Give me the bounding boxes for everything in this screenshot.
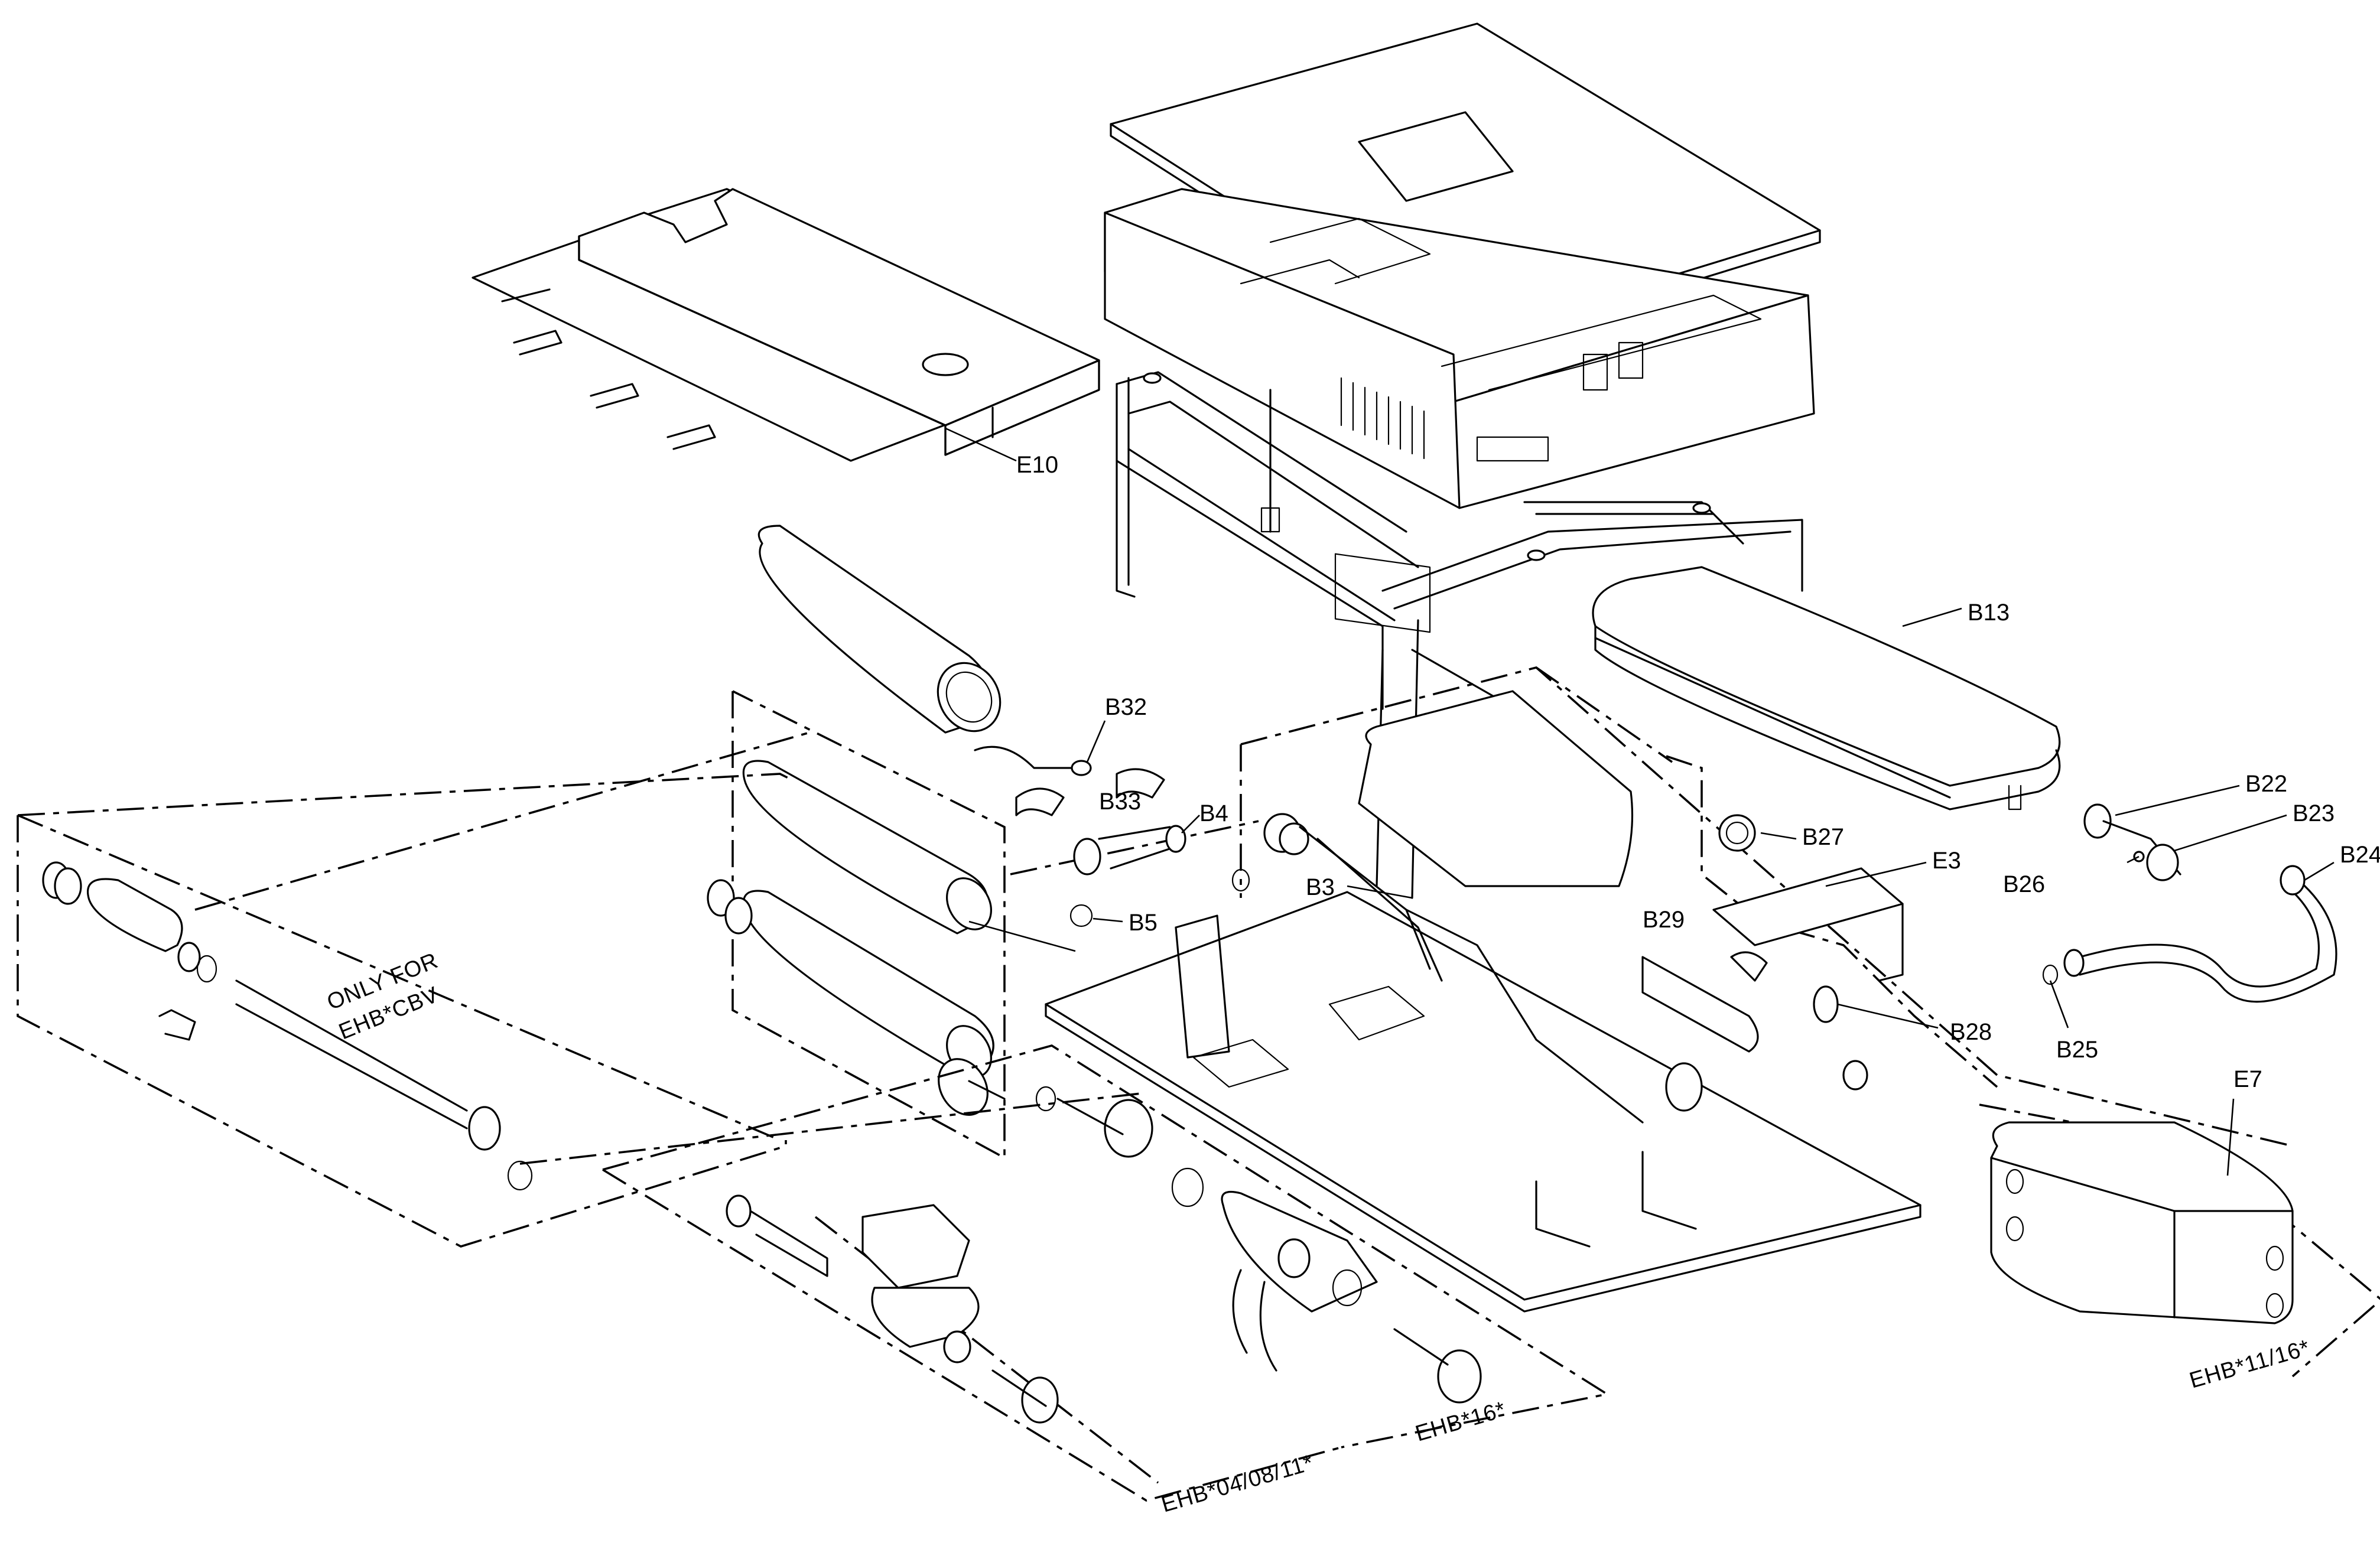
label-b24: B24: [2340, 842, 2380, 868]
label-b29: B29: [1643, 907, 1685, 933]
label-b28: B28: [1950, 1019, 1992, 1045]
label-b23: B23: [2293, 800, 2335, 826]
label-b27: B27: [1802, 824, 1844, 850]
label-e10: E10: [1016, 452, 1058, 478]
control-box-lid: [1110, 22, 1821, 356]
label-b5: B5: [1129, 910, 1158, 936]
part-labels: E10 B13 B32 B33 B4 B5 B3 B27 E3 B29 B28 …: [1016, 452, 2380, 1092]
cbv-assembly: [17, 773, 792, 1248]
base-pan: [1045, 891, 1921, 1313]
vent-slots: [1340, 377, 1425, 460]
pump-assembly: [602, 1044, 1610, 1502]
b24-hose: [2063, 861, 2337, 1003]
label-e3: E3: [1932, 848, 1961, 874]
heater-assembly: [707, 690, 1076, 1160]
note-variant-16: EHB*16*: [1413, 1397, 1508, 1447]
note-variant-04-08-11: EHB*04/08/11*: [1159, 1450, 1316, 1518]
b4-pipe: [1073, 815, 1200, 875]
b29-clip: [1730, 951, 1768, 982]
dashed-leaders: [194, 731, 1259, 1165]
label-b25: B25: [2056, 1037, 2098, 1063]
plate-heat-exchanger-e7: [1979, 1098, 2380, 1378]
b22-b23-b26-fittings: [2083, 784, 2287, 881]
e3-bracket: [1712, 861, 1927, 982]
label-b3: B3: [1306, 874, 1335, 900]
b32-sensor: [974, 720, 1106, 776]
label-b26: B26: [2003, 871, 2045, 897]
insulation-tube: [757, 525, 1002, 734]
label-b22: B22: [2245, 771, 2287, 797]
control-box-body: [1104, 188, 1815, 633]
b5-seal: [1069, 868, 1250, 927]
b25-seal: [2042, 964, 2069, 1028]
label-b32: B32: [1105, 694, 1147, 720]
insulation-sheet-e10: [472, 188, 1100, 462]
label-b4: B4: [1199, 800, 1228, 826]
note-variant-11-16: EHB*11/16*: [2187, 1335, 2313, 1393]
label-b13: B13: [1968, 600, 2010, 626]
label-e7: E7: [2233, 1066, 2262, 1092]
label-b33: B33: [1099, 789, 1141, 815]
b27-part: [1718, 814, 1797, 852]
b33-clip: [1015, 768, 1165, 816]
expansion-vessel-b13: [1592, 566, 2061, 810]
hydro-module: [1240, 666, 2293, 1147]
